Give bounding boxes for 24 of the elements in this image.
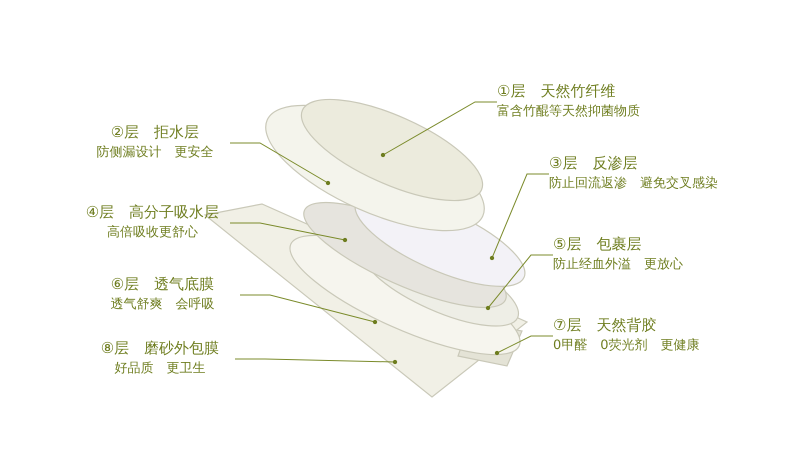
- layer-description: 防止回流返渗 避免交叉感染: [549, 175, 718, 193]
- layer-title: ④层 高分子吸水层: [86, 202, 220, 223]
- layer-description: 透气舒爽 会呼吸: [110, 296, 214, 314]
- layer-title: ①层 天然竹纤维: [497, 81, 616, 102]
- layer-description: 好品质 更卫生: [114, 360, 206, 378]
- layer-title: ②层 拒水层: [110, 122, 200, 143]
- layer-description: 高倍吸收更舒心: [107, 224, 198, 242]
- leader-line: [486, 254, 554, 310]
- leader-line: [380, 102, 498, 158]
- leader-line: [490, 174, 550, 260]
- leader-line: [234, 358, 398, 364]
- layer-description: 防侧漏设计 更安全: [96, 144, 214, 162]
- layer-title: ⑧层 磨砂外包膜: [100, 338, 220, 359]
- leader-line: [230, 142, 330, 186]
- leader-line: [230, 222, 348, 242]
- layer-title: ③层 反渗层: [549, 153, 638, 174]
- layer-description: 防止经血外溢 更放心: [553, 256, 683, 274]
- leader-line: [240, 294, 378, 324]
- layer-title: ⑦层 天然背胶: [553, 315, 656, 336]
- layer-description: 富含竹醌等天然抑菌物质: [497, 103, 640, 121]
- layer-description: 0甲醛 0荧光剂 更健康: [553, 337, 700, 355]
- layer-title: ⑤层 包裹层: [553, 234, 642, 255]
- layer-title: ⑥层 透气底膜: [110, 274, 214, 295]
- leader-line: [494, 336, 554, 356]
